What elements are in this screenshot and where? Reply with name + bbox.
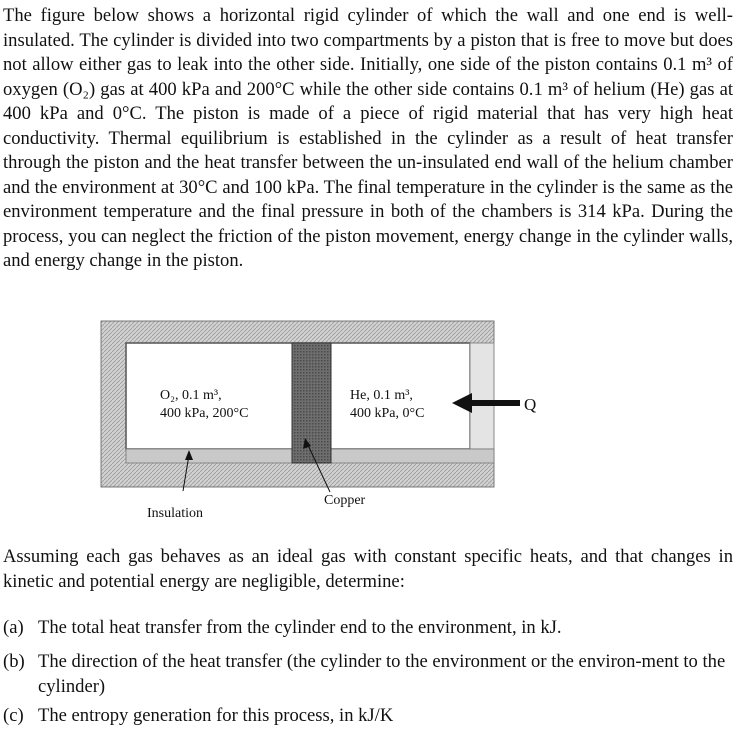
copper-piston (291, 342, 332, 464)
helium-end-wall (469, 342, 495, 450)
question-label: (a) (3, 617, 24, 638)
he-label-line2: 400 kPa, 0°C (350, 406, 424, 421)
heat-arrow-icon (452, 393, 520, 413)
copper-label: Copper (324, 493, 366, 508)
question-text: The total heat transfer from the cylinde… (38, 617, 562, 638)
copper-pointer (306, 442, 331, 493)
question-text: The entropy generation for this process,… (38, 705, 394, 726)
intro-paragraph: The figure below shows a horizontal rigi… (3, 5, 733, 271)
insulation-label: Insulation (147, 506, 203, 521)
o2-label-line1: O₂, 0.1 m³, (160, 388, 222, 403)
cylinder-figure: O₂, 0.1 m³, 400 kPa, 200°C He, 0.1 m³, 4… (100, 320, 536, 521)
o2-label-line2: 400 kPa, 200°C (160, 406, 248, 421)
question-label: (c) (3, 705, 24, 726)
question-text: The direction of the heat transfer (the … (38, 651, 726, 697)
question-label: (b) (3, 651, 25, 672)
copper-pointer-head (303, 438, 311, 449)
insulation-pointer-head (185, 450, 193, 460)
heat-label: Q (524, 395, 536, 414)
insulation-pointer (182, 454, 190, 492)
assumption-paragraph: Assuming each gas behaves as an ideal ga… (3, 546, 733, 592)
he-label-line1: He, 0.1 m³, (350, 388, 413, 403)
